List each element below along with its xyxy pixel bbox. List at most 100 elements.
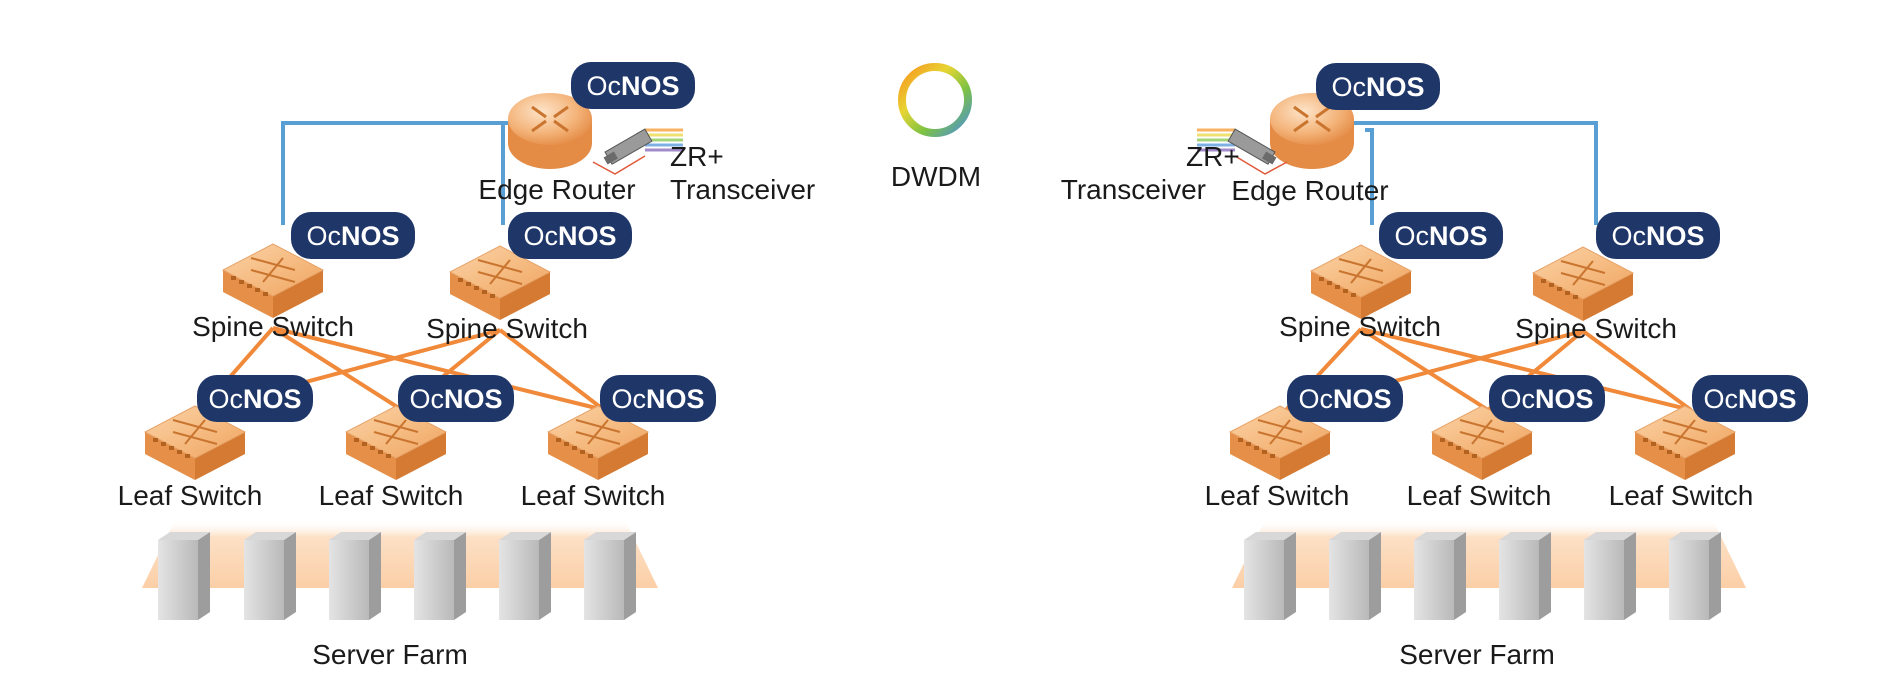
ocnos-badge-background — [508, 212, 632, 259]
server-farm-glow — [142, 520, 658, 588]
server-farm — [142, 520, 658, 620]
server-icon — [244, 532, 296, 620]
ocnos-badge-suffix: NOS — [1333, 384, 1392, 414]
transceiver-label-line2: Transceiver — [1061, 174, 1206, 205]
transceiver-label-line1: ZR+ — [1186, 141, 1240, 172]
server-icon — [1499, 532, 1551, 620]
router-icon — [508, 93, 592, 169]
spine-leaf-link — [1360, 327, 1692, 412]
leaf-switch-label: Leaf Switch — [1609, 480, 1754, 511]
ocnos-badge-prefix: Oc — [1298, 384, 1333, 414]
ocnos-badge-label: OcNOS — [611, 384, 704, 414]
ocnos-badge-prefix: Oc — [1611, 221, 1646, 251]
ocnos-badge-suffix: NOS — [243, 384, 302, 414]
leaf-switch-label: Leaf Switch — [1205, 480, 1350, 511]
ocnos-badge-label: OcNOS — [409, 384, 502, 414]
ocnos-badge-prefix: Oc — [1394, 221, 1429, 251]
ocnos-badge-suffix: NOS — [444, 384, 503, 414]
server-icon — [584, 532, 636, 620]
router-spine-link — [281, 121, 550, 225]
ocnos-badge-suffix: NOS — [1646, 221, 1705, 251]
transceiver-label-line2: Transceiver — [670, 174, 815, 205]
ocnos-badge-background — [1287, 375, 1403, 422]
ocnos-badge-prefix: Oc — [611, 384, 646, 414]
ocnos-badge: OcNOS — [1287, 375, 1403, 422]
ocnos-badge-label: OcNOS — [306, 221, 399, 251]
server-icon — [414, 532, 466, 620]
spine-leaf-link — [271, 326, 404, 412]
ocnos-badge-background — [398, 375, 514, 422]
spine-switch-icon — [1531, 246, 1635, 321]
ocnos-badge-prefix: Oc — [306, 221, 341, 251]
leaf-switch-icon — [1228, 405, 1332, 480]
server-icon — [1329, 532, 1381, 620]
server-icon — [1669, 532, 1721, 620]
ocnos-badge-suffix: NOS — [1429, 221, 1488, 251]
zr-transceiver-icon — [1197, 128, 1288, 175]
spine-switch-label: Spine Switch — [1515, 313, 1677, 344]
ocnos-badge-background — [571, 62, 695, 109]
ocnos-badge-prefix: Oc — [1703, 384, 1738, 414]
spine-switch-icon — [448, 245, 552, 320]
ocnos-badge-background — [1692, 375, 1808, 422]
ocnos-badge-background — [1489, 375, 1605, 422]
server-farm-label: Server Farm — [312, 639, 468, 670]
ocnos-badge-label: OcNOS — [1611, 221, 1704, 251]
ocnos-badge-background — [600, 375, 716, 422]
ocnos-badge: OcNOS — [508, 212, 632, 259]
ocnos-badge: OcNOS — [571, 62, 695, 109]
ocnos-badge-prefix: Oc — [208, 384, 243, 414]
ocnos-badge-suffix: NOS — [1366, 72, 1425, 102]
leaf-switch-icon — [143, 405, 247, 480]
edge-router-label: Edge Router — [478, 174, 635, 205]
ocnos-badge-label: OcNOS — [1298, 384, 1391, 414]
ocnos-badge: OcNOS — [291, 212, 415, 259]
spine-switch-icon — [1309, 244, 1413, 319]
leaf-switch-label: Leaf Switch — [521, 480, 666, 511]
links-layer — [199, 121, 1693, 412]
ocnos-badge: OcNOS — [1379, 212, 1503, 259]
dwdm-fiber-ring-icon — [898, 63, 972, 137]
dwdm-label: DWDM — [891, 161, 981, 192]
ocnos-badge-background — [291, 212, 415, 259]
ocnos-badge: OcNOS — [197, 375, 313, 422]
server-farm — [1232, 520, 1746, 620]
ocnos-badge-prefix: Oc — [1500, 384, 1535, 414]
ocnos-badge-label: OcNOS — [1703, 384, 1796, 414]
server-icon — [1584, 532, 1636, 620]
ocnos-badge-prefix: Oc — [409, 384, 444, 414]
server-icon — [1414, 532, 1466, 620]
zr-transceiver-icon — [592, 128, 683, 175]
transceiver-label-line1: ZR+ — [670, 141, 724, 172]
ocnos-badge-suffix: NOS — [646, 384, 705, 414]
ocnos-badge-background — [1379, 212, 1503, 259]
server-farm-label: Server Farm — [1399, 639, 1555, 670]
spine-switch-label: Spine Switch — [1279, 311, 1441, 342]
ocnos-badge-label: OcNOS — [1500, 384, 1593, 414]
router-spine-link — [1340, 121, 1598, 225]
ocnos-badge: OcNOS — [1596, 212, 1720, 259]
ocnos-badge-suffix: NOS — [1738, 384, 1797, 414]
spine-leaf-link — [1581, 329, 1693, 412]
leaf-switch-label: Leaf Switch — [319, 480, 464, 511]
ocnos-badge-background — [1316, 63, 1440, 110]
ocnos-badge-suffix: NOS — [621, 71, 680, 101]
ocnos-badge-label: OcNOS — [1331, 72, 1424, 102]
spine-switch-label: Spine Switch — [192, 311, 354, 342]
ocnos-badge-label: OcNOS — [1394, 221, 1487, 251]
server-farm-glow — [1232, 520, 1746, 588]
router-spine-link — [1365, 128, 1374, 225]
spine-leaf-link — [498, 328, 606, 412]
ocnos-badge: OcNOS — [398, 375, 514, 422]
ocnos-badge: OcNOS — [1316, 63, 1440, 110]
leaf-switch-label: Leaf Switch — [118, 480, 263, 511]
ocnos-badge-label: OcNOS — [523, 221, 616, 251]
ocnos-badge-prefix: Oc — [1331, 72, 1366, 102]
leaf-switch-label: Leaf Switch — [1407, 480, 1552, 511]
ocnos-badge-suffix: NOS — [558, 221, 617, 251]
ocnos-badge: OcNOS — [600, 375, 716, 422]
ocnos-badge-label: OcNOS — [208, 384, 301, 414]
ocnos-badge-suffix: NOS — [341, 221, 400, 251]
